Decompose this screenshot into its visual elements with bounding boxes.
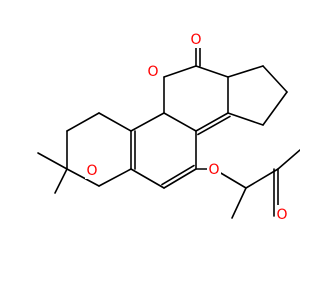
atom-label-o-carbonyl-lactone: O <box>190 32 201 48</box>
bond-b3-op <box>98 168 132 187</box>
atom-o-ring-lactone: O <box>146 62 160 80</box>
bond-b2-b3 <box>130 168 165 189</box>
atom-o-ring-pyran: O <box>85 161 99 179</box>
atom-label-o-ring-lactone: O <box>147 64 158 80</box>
bond-b1-b2-double <box>161 164 195 186</box>
atom-o-carbonyl-lactone: O <box>189 30 203 48</box>
bond-c3-c4 <box>163 112 197 132</box>
bond-ch-ck <box>245 168 279 189</box>
bond-ck-me4 <box>277 149 300 170</box>
atom-o-ether: O <box>207 160 221 178</box>
bond-ch-me3 <box>231 187 247 219</box>
bond-cp2-cp3 <box>262 91 288 126</box>
bond-cm-me2 <box>54 168 68 194</box>
atom-o-ketone: O <box>275 205 289 223</box>
bond-c4-c5-double <box>197 115 231 136</box>
bond-p2-b4 <box>98 112 132 132</box>
bond-b1-b2 <box>163 168 197 189</box>
bond-c1-o2 <box>163 65 197 78</box>
bond-layer <box>37 37 300 219</box>
bond-c6-c1 <box>195 65 229 78</box>
bond-cm-me1 <box>37 152 68 170</box>
bond-c4-c5 <box>195 112 229 132</box>
molecule-structure: O O O O O <box>37 30 300 223</box>
bond-p1-p2 <box>66 112 100 132</box>
atom-label-o-ketone: O <box>276 207 287 223</box>
bond-c6-cp1 <box>227 65 264 78</box>
bond-cp1-cp2 <box>262 65 288 93</box>
atom-label-o-ether: O <box>208 162 219 178</box>
bond-cp3-c5 <box>227 112 264 126</box>
bond-b4-c3 <box>130 112 165 132</box>
bond-op-cm <box>66 168 100 187</box>
atom-label-o-ring-pyran: O <box>86 163 97 179</box>
